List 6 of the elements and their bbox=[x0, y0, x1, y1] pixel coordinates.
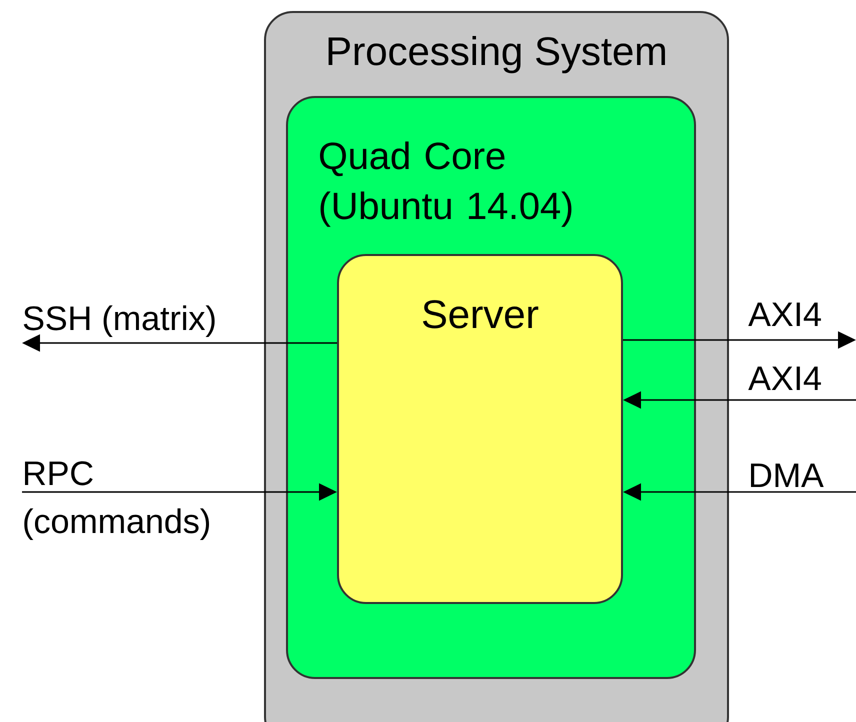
server-box: Server bbox=[337, 254, 623, 604]
edge-label: AXI4 bbox=[748, 302, 821, 326]
edge-label: AXI4 bbox=[748, 366, 821, 390]
edge-label: RPC (commands) bbox=[24, 461, 209, 540]
edge-label: DMA bbox=[751, 464, 824, 487]
edge-label: SSH (matrix) bbox=[24, 305, 215, 338]
